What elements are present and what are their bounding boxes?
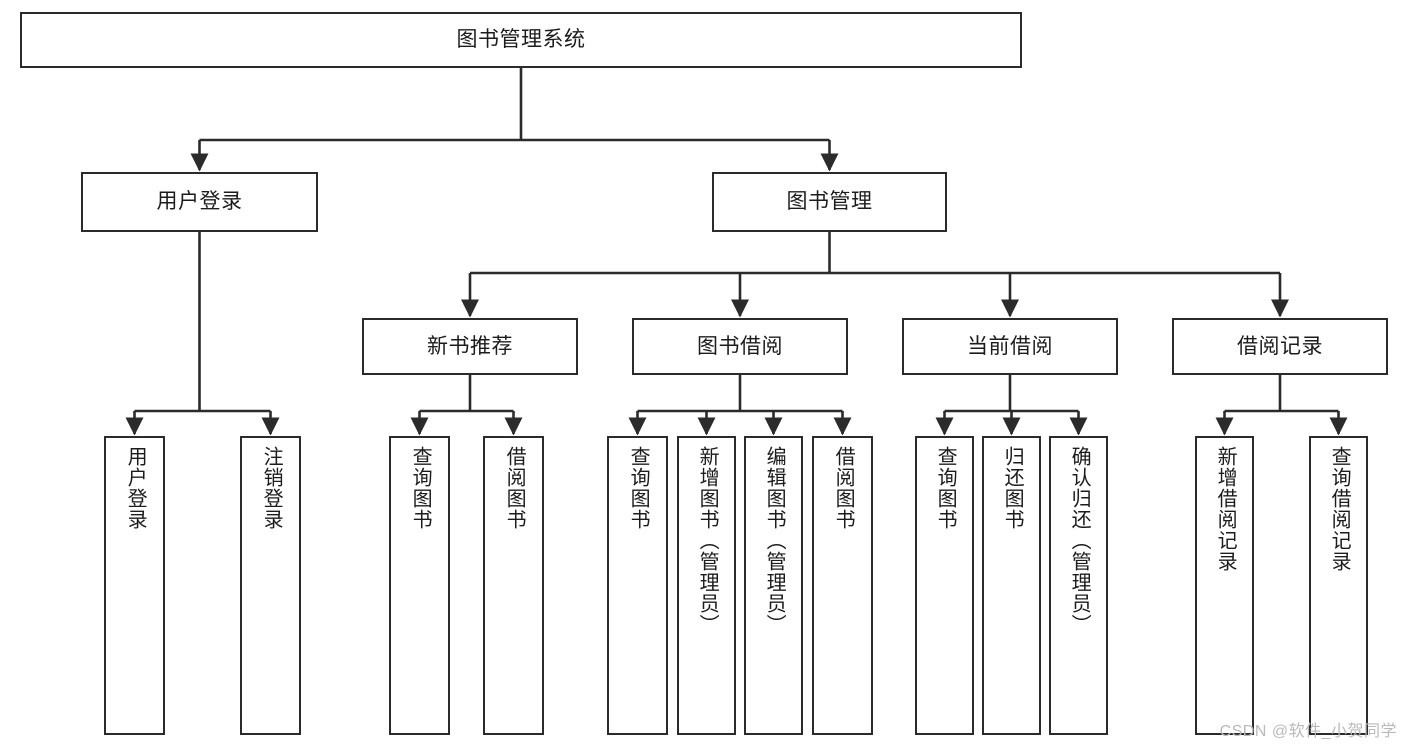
node-new-book-recommend-label: 新书推荐: [427, 334, 513, 358]
node-leaf-borrow-book-1-label: 借阅图书: [503, 446, 526, 530]
node-leaf-query-book-3-label: 查询图书: [934, 446, 957, 530]
node-book-borrow[interactable]: 图书借阅: [632, 318, 848, 375]
node-leaf-query-book-3[interactable]: 查询图书: [915, 436, 974, 735]
node-new-book-recommend[interactable]: 新书推荐: [362, 318, 578, 375]
node-leaf-borrow-book-2[interactable]: 借阅图书: [812, 436, 873, 735]
node-current-borrow-label: 当前借阅: [967, 334, 1053, 358]
node-leaf-add-record[interactable]: 新增借阅记录: [1195, 436, 1254, 735]
node-current-borrow[interactable]: 当前借阅: [902, 318, 1118, 375]
node-leaf-query-record-label: 查询借阅记录: [1328, 446, 1351, 572]
node-book-management-label: 图书管理: [786, 190, 873, 214]
node-leaf-logout-login[interactable]: 注销登录: [240, 436, 301, 735]
node-user-login-label: 用户登录: [156, 190, 243, 214]
node-borrow-record[interactable]: 借阅记录: [1172, 318, 1388, 375]
node-leaf-borrow-book-1[interactable]: 借阅图书: [483, 436, 544, 735]
node-leaf-query-book-2-label: 查询图书: [627, 446, 650, 530]
node-root-system[interactable]: 图书管理系统: [20, 12, 1022, 68]
node-leaf-add-record-label: 新增借阅记录: [1214, 446, 1237, 572]
node-leaf-query-book-1-label: 查询图书: [409, 446, 432, 530]
node-user-login[interactable]: 用户登录: [81, 172, 318, 232]
node-leaf-user-login-label: 用户登录: [124, 446, 147, 530]
node-leaf-return-book-label: 归还图书: [1001, 446, 1024, 530]
node-leaf-query-book-1[interactable]: 查询图书: [389, 436, 450, 735]
node-leaf-query-book-2[interactable]: 查询图书: [607, 436, 668, 735]
node-leaf-confirm-return-label: 确认归还（管理员）: [1068, 446, 1091, 635]
node-leaf-logout-login-label: 注销登录: [260, 446, 283, 530]
node-leaf-return-book[interactable]: 归还图书: [982, 436, 1041, 735]
node-leaf-edit-book-label: 编辑图书（管理员）: [763, 446, 786, 635]
node-leaf-confirm-return[interactable]: 确认归还（管理员）: [1049, 436, 1108, 735]
node-borrow-record-label: 借阅记录: [1237, 334, 1323, 358]
node-leaf-add-book[interactable]: 新增图书（管理员）: [677, 436, 736, 735]
node-leaf-add-book-label: 新增图书（管理员）: [696, 446, 719, 635]
node-book-management[interactable]: 图书管理: [712, 172, 947, 232]
node-root-system-label: 图书管理系统: [456, 28, 586, 52]
node-book-borrow-label: 图书借阅: [697, 334, 783, 358]
node-leaf-query-record[interactable]: 查询借阅记录: [1309, 436, 1368, 735]
node-leaf-borrow-book-2-label: 借阅图书: [832, 446, 855, 530]
node-leaf-user-login[interactable]: 用户登录: [104, 436, 165, 735]
node-leaf-edit-book[interactable]: 编辑图书（管理员）: [744, 436, 803, 735]
